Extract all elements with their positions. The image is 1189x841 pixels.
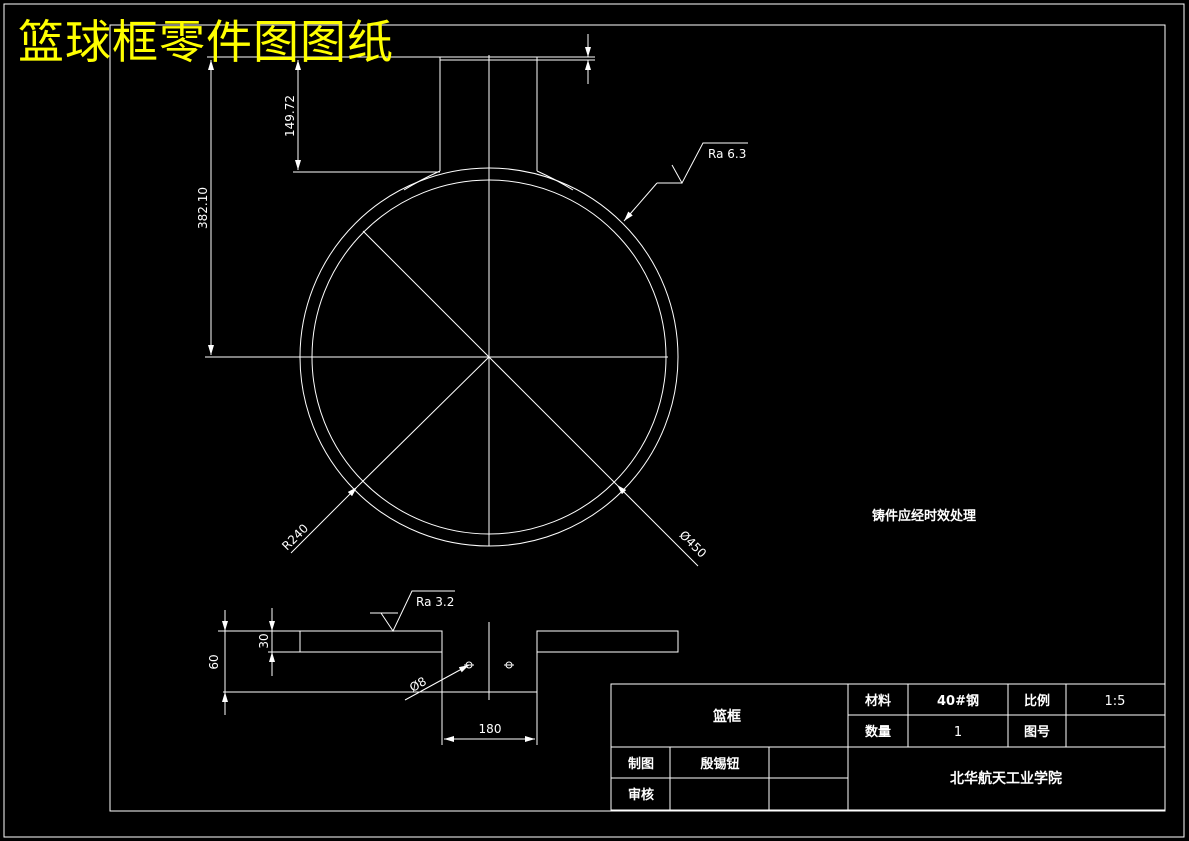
scale-value: 1:5 <box>1105 694 1126 709</box>
diameter-leader-inner <box>489 357 617 485</box>
ring-diagonal-line-1 <box>363 231 489 357</box>
drawing-no-label: 图号 <box>1024 725 1050 740</box>
dim-60-label: 60 <box>207 654 221 669</box>
diameter-label: Ø450 <box>676 528 709 561</box>
heat-treatment-note: 铸件应经时效处理 <box>872 508 976 524</box>
drawing-annotations: 382.10 149.72 R240 Ø450 Ra 6.3 铸件应经时效处理 … <box>196 95 976 736</box>
hole-leader <box>405 665 469 700</box>
section-outline <box>300 631 678 692</box>
radius-leader-line <box>291 487 357 553</box>
quantity-label: 数量 <box>865 724 891 740</box>
dim-149-label: 149.72 <box>283 95 297 137</box>
diameter-leader-line <box>617 485 698 566</box>
roughness-symbol-section <box>381 591 455 631</box>
quantity-value: 1 <box>954 725 962 740</box>
drawn-by-value: 殷锡钮 <box>700 756 739 772</box>
dim-180-label: 180 <box>479 722 502 736</box>
roughness-label-top: Ra 6.3 <box>708 147 746 161</box>
scale-label: 比例 <box>1024 693 1050 709</box>
drawn-by-label: 制图 <box>628 756 654 772</box>
roughness-symbol-top <box>672 143 748 183</box>
material-value: 40#钢 <box>937 693 979 709</box>
drawing-title: 篮球框零件图图纸 <box>18 15 394 69</box>
title-block-text: 篮框 材料 40#钢 比例 1:5 数量 1 图号 制图 殷锡钮 审核 北华航天… <box>628 693 1125 803</box>
title-block <box>611 684 1165 810</box>
dim-30-label: 30 <box>257 633 271 648</box>
bracket-fillet-right <box>536 170 574 191</box>
part-name: 篮框 <box>712 708 741 725</box>
dim-382-label: 382.10 <box>196 187 210 229</box>
material-label: 材料 <box>865 693 891 709</box>
section-view <box>218 591 678 745</box>
sheet-border <box>4 4 1184 837</box>
radius-leader-inner <box>357 357 489 487</box>
top-view <box>205 34 748 566</box>
school-name: 北华航天工业学院 <box>950 770 1062 787</box>
roughness-arrow-top <box>624 183 657 221</box>
roughness-label-section: Ra 3.2 <box>416 595 454 609</box>
checked-by-label: 审核 <box>628 787 654 803</box>
